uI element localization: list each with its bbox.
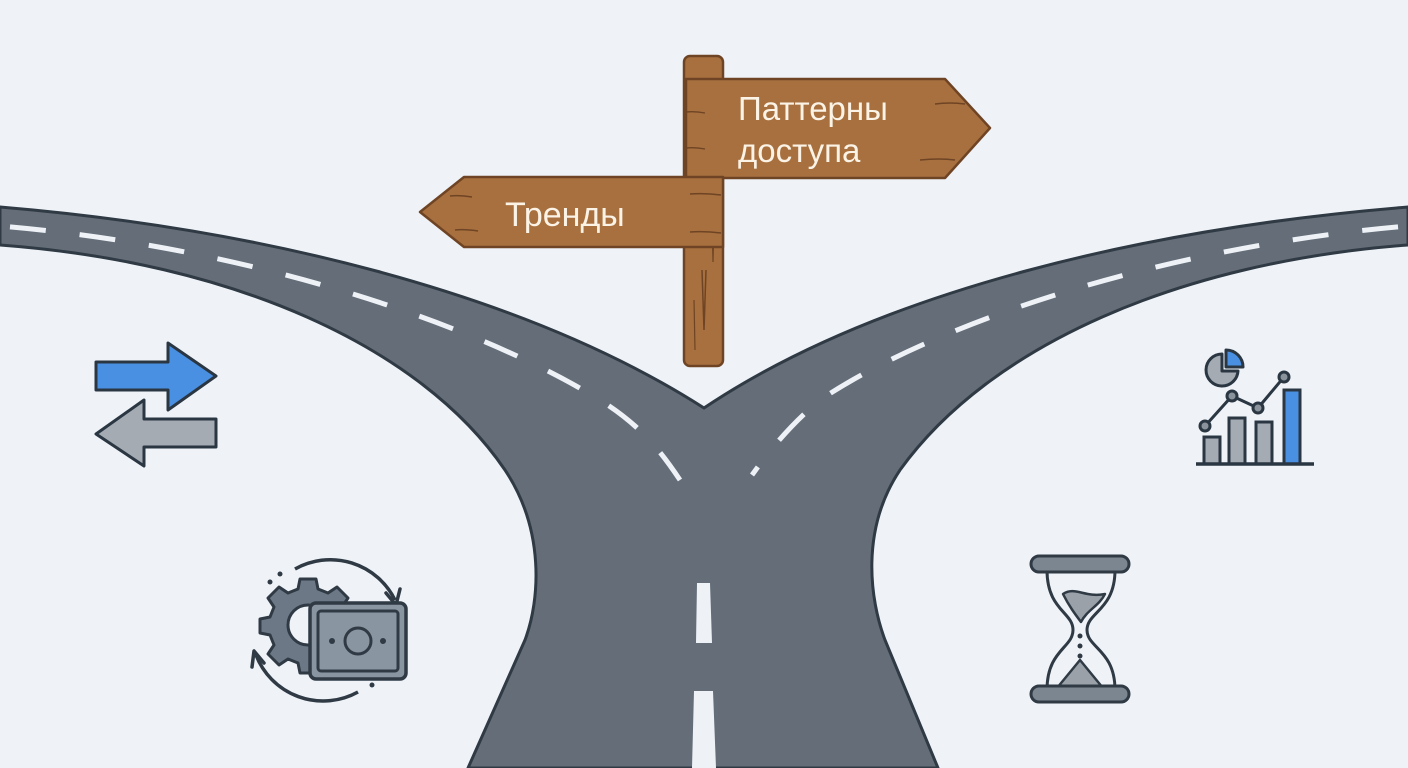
road-marking-center-1 bbox=[696, 583, 712, 643]
gear-money-cycle-icon bbox=[250, 558, 408, 703]
road-marking-left bbox=[0, 223, 683, 482]
sign-left-line1: Тренды bbox=[505, 196, 625, 234]
sign-right-line2: доступа bbox=[738, 132, 861, 169]
hourglass-icon bbox=[1029, 554, 1131, 704]
road-marking-right bbox=[749, 223, 1408, 477]
road-marking-center-2 bbox=[692, 691, 716, 768]
sign-left: Тренды bbox=[418, 175, 725, 249]
analytics-chart-icon bbox=[1196, 348, 1314, 466]
exchange-arrows-icon bbox=[94, 341, 218, 468]
sign-right: Паттерны доступа bbox=[684, 77, 992, 180]
road-surface bbox=[0, 205, 1408, 768]
sign-right-line1: Паттерны bbox=[738, 90, 888, 127]
